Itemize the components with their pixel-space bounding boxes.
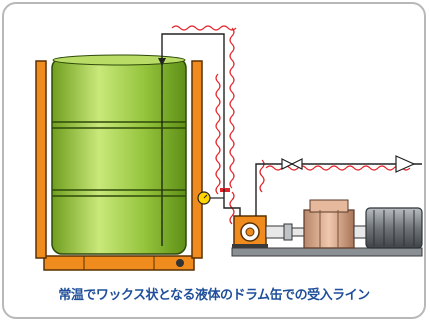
- diagram-frame: 常温でワックス状となる液体のドラム缶での受入ライン: [2, 2, 426, 319]
- drain-plug-icon: [176, 259, 184, 267]
- right-stand-post: [191, 60, 203, 259]
- flow-direction-icon: [158, 58, 166, 66]
- valve-icon: [281, 158, 303, 170]
- flow-arrow-icon: [395, 155, 416, 173]
- shaft-coupling: [265, 223, 305, 241]
- gear-reducer-icon: [303, 199, 355, 249]
- drum-unloading-diagram: [35, 25, 423, 271]
- pump-icon: [232, 215, 268, 249]
- motor-icon: [365, 207, 423, 249]
- left-stand-post: [35, 60, 47, 259]
- drum-base-platform: [43, 255, 195, 271]
- pump-outlet-pipe: [255, 163, 422, 216]
- second-coupling: [353, 225, 367, 239]
- diagram-caption: 常温でワックス状となる液体のドラム缶での受入ライン: [58, 288, 370, 303]
- suction-dip-pipe: [158, 33, 225, 246]
- pump-inlet-pipe: [223, 189, 241, 216]
- pump-skid-base: [231, 247, 423, 257]
- drum-can: [51, 54, 187, 255]
- pressure-gauge-icon: [197, 191, 224, 205]
- heater-jacket: [220, 188, 230, 192]
